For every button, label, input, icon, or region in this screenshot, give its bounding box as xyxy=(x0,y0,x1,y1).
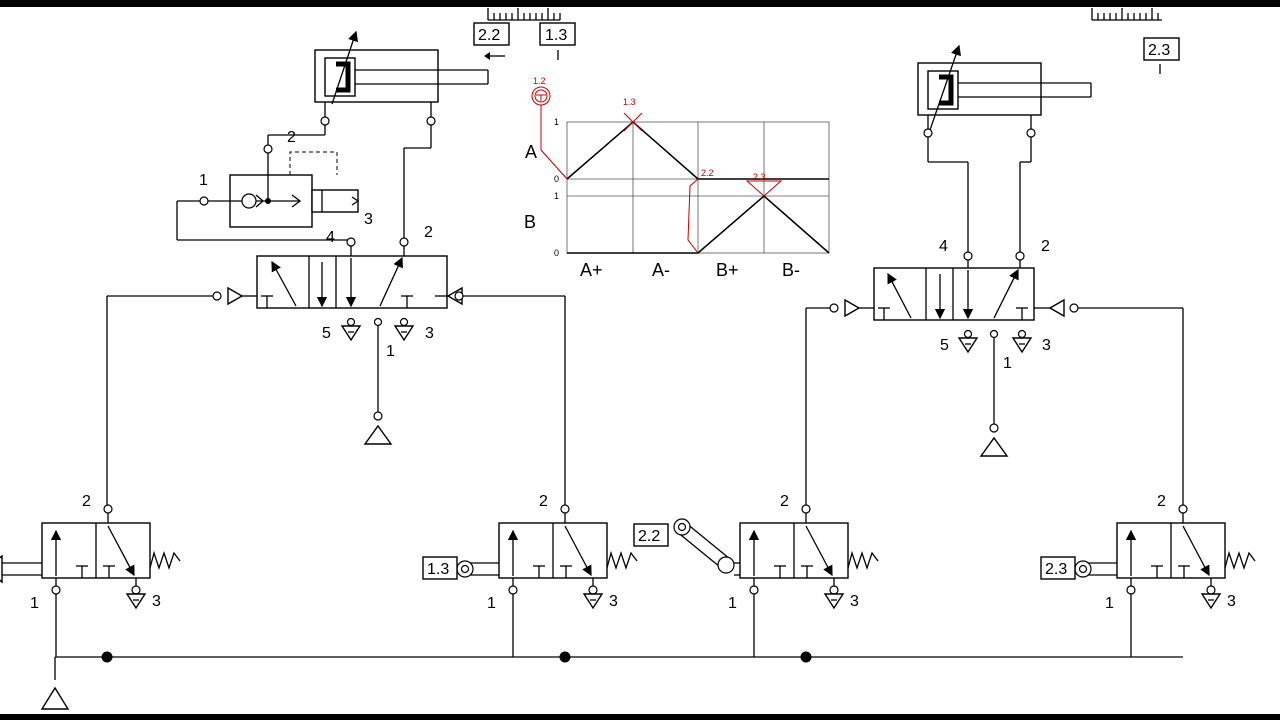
port-4-left-valve: 4 xyxy=(326,229,335,246)
signal-label-2-2: 2.2 xyxy=(701,168,714,178)
port-3-flow-valve: 3 xyxy=(364,211,373,228)
tag-2-3-top: 2.3 xyxy=(1148,42,1170,59)
port-2-flow-valve: 2 xyxy=(287,129,296,146)
pneumatic-circuit-canvas: 2.2 1.3 2 1 3 xyxy=(0,7,1280,714)
position-marker-2-2-1-3: 2.2 1.3 xyxy=(473,8,576,60)
port-1-right-valve: 1 xyxy=(1003,355,1012,372)
tick-a-0: 0 xyxy=(554,174,559,184)
limit-valve-2-3-port-1: 1 xyxy=(1105,595,1114,612)
step-label-3: B+ xyxy=(716,260,739,280)
tick-a-1: 1 xyxy=(554,117,559,127)
air-supply-right xyxy=(979,436,1009,457)
limit-valve-1-3-tag: 1.3 xyxy=(427,561,449,578)
step-label-2: A- xyxy=(652,260,670,280)
limit-valve-1-3-port-2: 2 xyxy=(539,493,548,510)
limit-valve-2-3-tag: 2.3 xyxy=(1045,561,1067,578)
directional-valve-5-2-left[interactable] xyxy=(212,255,464,309)
port-3-left-valve: 3 xyxy=(425,325,434,342)
limit-valve-1-3-port-3: 3 xyxy=(609,593,618,610)
cylinder-b[interactable] xyxy=(917,44,1092,138)
signal-label-1-3: 1.3 xyxy=(623,97,636,107)
port-1-left-valve: 1 xyxy=(386,343,395,360)
limit-valve-1-3[interactable]: 2 1 3 1.3 xyxy=(422,493,638,657)
pneumatic-schematic: 2.2 1.3 2 1 3 xyxy=(0,8,1256,710)
trace-cylinder-a xyxy=(566,121,829,180)
signal-label-1-2: 1.2 xyxy=(533,76,546,86)
start-valve-pushbutton-port-1: 1 xyxy=(30,595,39,612)
port-4-right-valve: 4 xyxy=(939,238,948,255)
tag-2-2-top: 2.2 xyxy=(478,27,500,44)
row-label-b: B xyxy=(524,212,536,232)
limit-valve-2-2[interactable]: 2 1 3 2.2 xyxy=(633,493,879,657)
limit-valve-2-3-port-2: 2 xyxy=(1157,493,1166,510)
port-5-left-valve: 5 xyxy=(322,325,331,342)
port-3-right-valve: 3 xyxy=(1042,337,1051,354)
limit-valve-2-3-port-3: 3 xyxy=(1227,593,1236,610)
air-supply-left xyxy=(363,424,393,445)
cylinder-a[interactable] xyxy=(314,30,489,126)
limit-valve-2-2-port-1: 1 xyxy=(728,595,737,612)
signal-label-2-3: 2.3 xyxy=(753,172,766,182)
port-2-right-valve: 2 xyxy=(1041,238,1050,255)
air-supply-main xyxy=(40,686,70,710)
start-valve-pushbutton-port-2: 2 xyxy=(82,493,91,510)
limit-valve-2-2-port-3: 3 xyxy=(850,593,859,610)
displacement-step-diagram: A B 1 0 1 0 A+ A- B+ B- 1.2 1.3 2.2 2.3 xyxy=(524,76,830,280)
start-valve-pushbutton[interactable]: 2 1 3 xyxy=(0,493,181,657)
position-marker-2-3: 2.3 xyxy=(1091,8,1180,74)
step-label-1: A+ xyxy=(580,260,603,280)
start-valve-pushbutton-port-3: 3 xyxy=(152,593,161,610)
limit-valve-2-2-tag: 2.2 xyxy=(638,528,660,545)
row-label-a: A xyxy=(525,142,537,162)
step-label-4: B- xyxy=(782,260,800,280)
port-2-left-valve: 2 xyxy=(424,224,433,241)
port-5-right-valve: 5 xyxy=(940,337,949,354)
tick-b-1: 1 xyxy=(554,191,559,201)
tag-1-3-top: 1.3 xyxy=(545,27,567,44)
directional-valve-5-2-right[interactable] xyxy=(829,267,1079,321)
limit-valve-1-3-port-1: 1 xyxy=(487,595,496,612)
limit-valve-2-3[interactable]: 2 1 3 2.3 xyxy=(1040,493,1256,657)
tick-b-0: 0 xyxy=(554,248,559,258)
trace-cylinder-b xyxy=(567,195,830,254)
port-1-flow-valve: 1 xyxy=(199,172,208,189)
limit-valve-2-2-port-2: 2 xyxy=(780,493,789,510)
one-way-flow-control-valve[interactable] xyxy=(176,151,360,241)
